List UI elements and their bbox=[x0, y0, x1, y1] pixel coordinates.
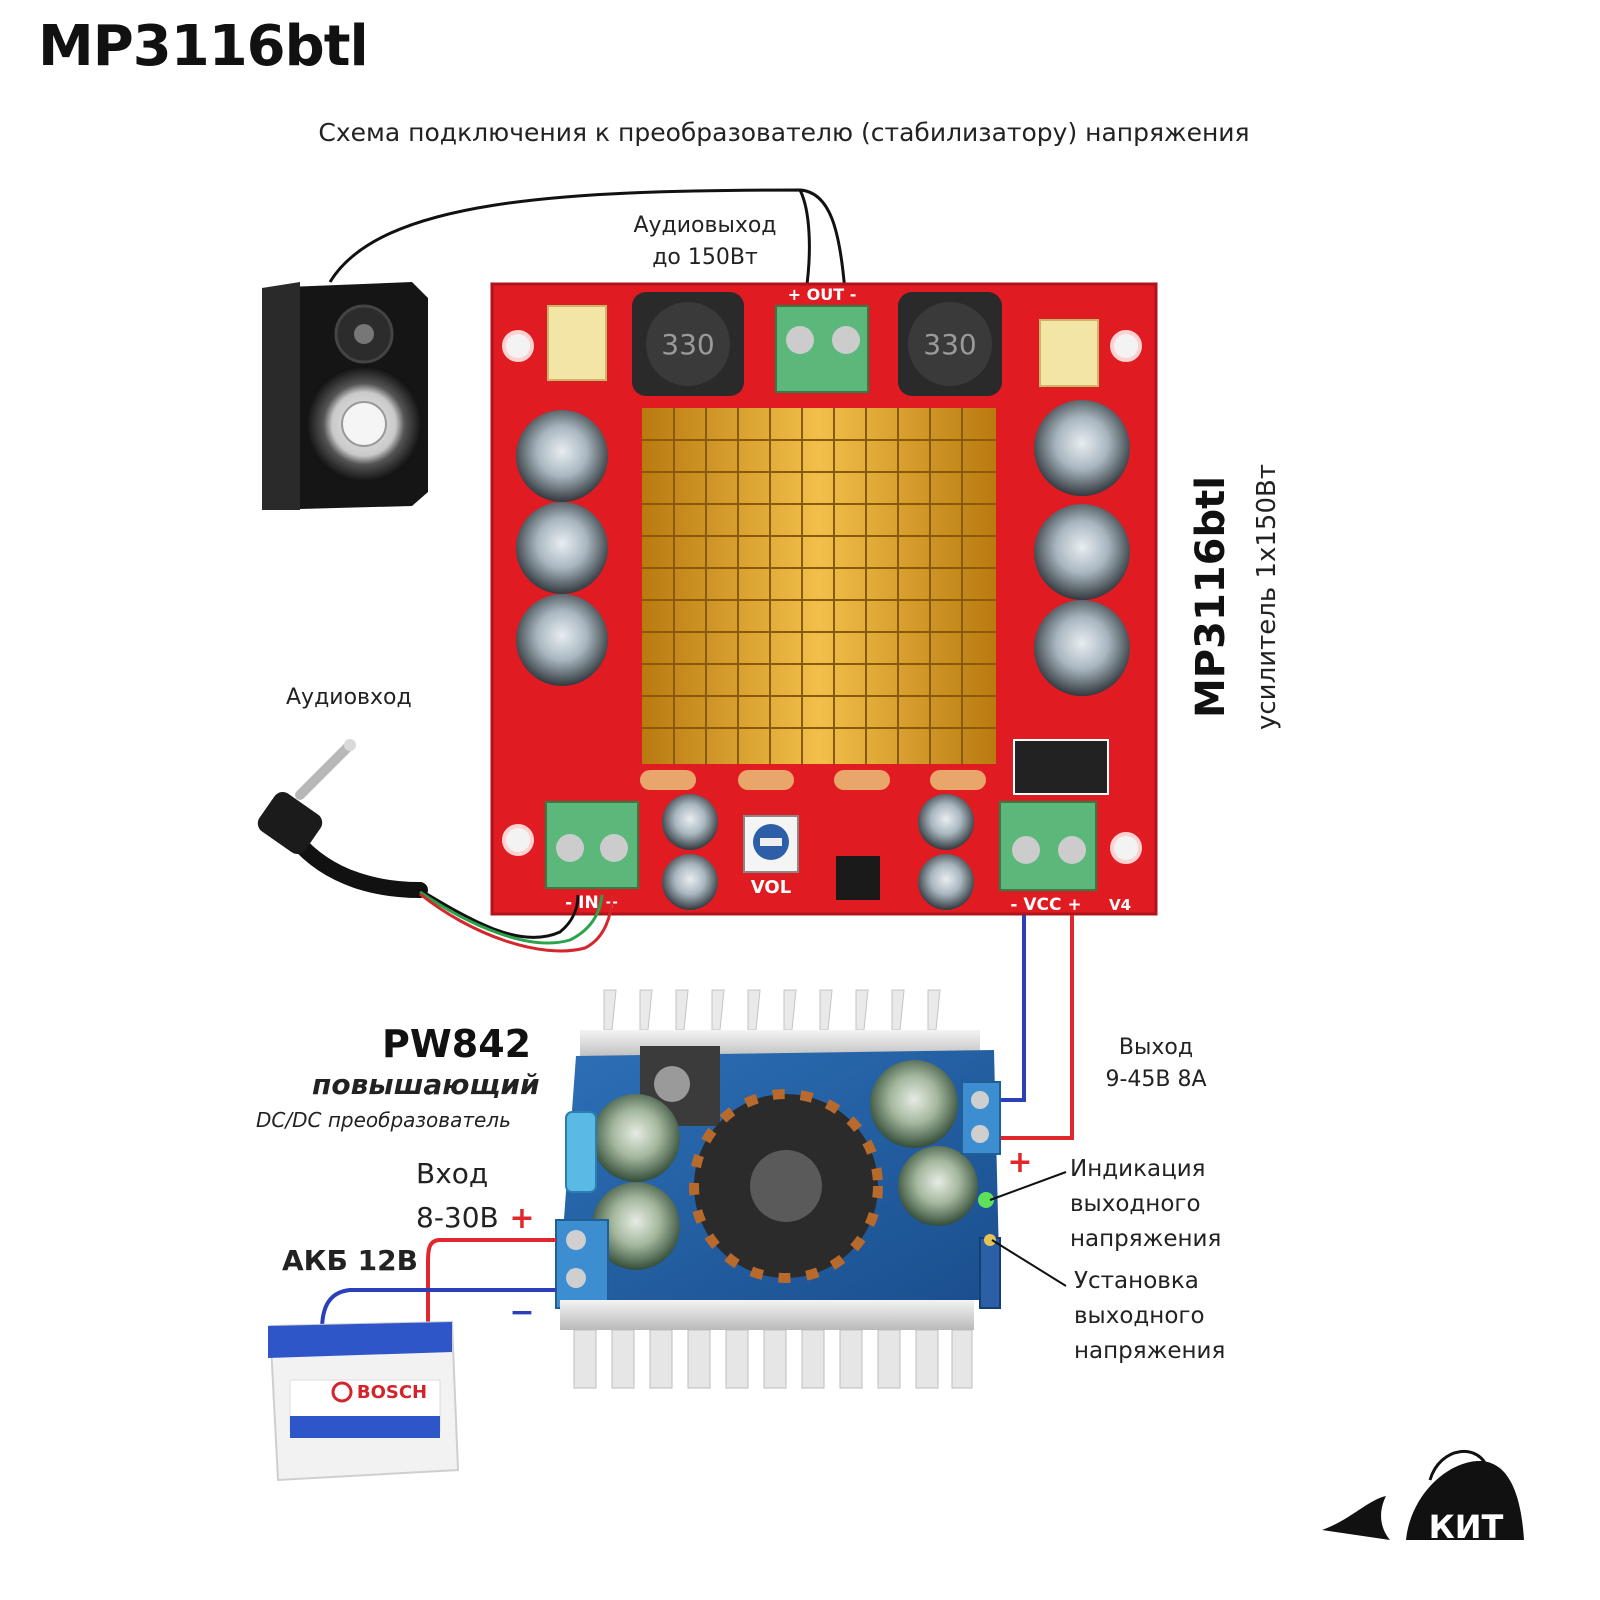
version-marking: V4 bbox=[1109, 896, 1131, 914]
speaker-icon bbox=[262, 282, 428, 510]
input-line2: 8-30В bbox=[416, 1201, 499, 1234]
speaker-wire bbox=[328, 188, 847, 293]
subtitle-text: Схема подключения к преобразователю (ста… bbox=[318, 118, 1250, 147]
setting-line3: напряжения bbox=[1074, 1338, 1226, 1364]
master-kit-logo bbox=[1322, 1449, 1524, 1540]
converter-description: DC/DC преобразователь bbox=[256, 1108, 511, 1132]
vcc-marking: - VCC + bbox=[1010, 895, 1081, 915]
speaker-wire-2 bbox=[798, 189, 811, 293]
vcc-positive-wire bbox=[996, 915, 1074, 1140]
out-marking: + OUT - bbox=[788, 285, 857, 304]
converter-type: повышающий bbox=[312, 1068, 540, 1101]
setting-line1: Установка bbox=[1074, 1268, 1199, 1294]
output-line2: 9-45В 8А bbox=[1105, 1067, 1207, 1092]
audio-in-wire-black bbox=[419, 888, 580, 939]
amplifier-side-subtitle: усилитель 1x150Вт bbox=[1252, 464, 1282, 730]
audio-in-wire-green bbox=[419, 890, 604, 945]
dcdc-converter bbox=[555, 989, 1001, 1389]
page-title: MP3116btl bbox=[38, 14, 369, 79]
inductor-marking-right: 330 bbox=[923, 328, 976, 361]
indication-line2: выходного bbox=[1070, 1191, 1201, 1217]
output-voltage-label: Выход 9-45В 8А bbox=[1104, 1032, 1208, 1096]
input-line1: Вход bbox=[416, 1157, 489, 1190]
battery-positive-wire bbox=[426, 1238, 556, 1330]
audio-output-line1: Аудиовыход bbox=[633, 213, 777, 238]
audio-output-line2: до 150Вт bbox=[652, 245, 758, 270]
indication-line1: Индикация bbox=[1070, 1156, 1206, 1182]
indication-pointer bbox=[989, 1171, 1067, 1201]
heatsink-fins bbox=[642, 408, 996, 764]
vcc-negative-wire bbox=[996, 915, 1026, 1102]
page-subtitle: Схема подключения к преобразователю (ста… bbox=[0, 118, 1600, 147]
indication-line3: напряжения bbox=[1070, 1226, 1222, 1252]
indication-label: Индикация выходного напряжения bbox=[1070, 1152, 1221, 1257]
audio-output-label: Аудиовыход до 150Вт bbox=[628, 210, 782, 274]
output-line1: Выход bbox=[1118, 1035, 1194, 1060]
battery-brand: BOSCH bbox=[357, 1382, 427, 1403]
logo-text-bottom: КИТ bbox=[1429, 1508, 1504, 1546]
inductor-marking-left: 330 bbox=[661, 328, 714, 361]
battery-icon bbox=[268, 1320, 460, 1482]
audio-jack-icon bbox=[257, 739, 428, 898]
amplifier-side-title: MP3116btl bbox=[1188, 476, 1234, 718]
vol-marking: VOL bbox=[751, 877, 791, 898]
converter-name: PW842 bbox=[382, 1022, 532, 1066]
setting-pointer bbox=[991, 1239, 1067, 1287]
battery-label: АКБ 12В bbox=[282, 1244, 418, 1277]
audio-input-label: Аудиовход bbox=[286, 685, 412, 710]
input-plus-sign: + bbox=[509, 1201, 534, 1236]
amplifier-board bbox=[490, 282, 1158, 916]
input-voltage-label: Вход 8-30В bbox=[416, 1152, 499, 1240]
battery-negative-wire bbox=[320, 1288, 556, 1331]
input-minus-sign: − bbox=[509, 1295, 534, 1330]
setting-label: Установка выходного напряжения bbox=[1074, 1264, 1225, 1369]
output-plus-sign: + bbox=[1007, 1145, 1032, 1180]
setting-line2: выходного bbox=[1074, 1303, 1205, 1329]
audio-in-wire-red bbox=[419, 892, 614, 953]
